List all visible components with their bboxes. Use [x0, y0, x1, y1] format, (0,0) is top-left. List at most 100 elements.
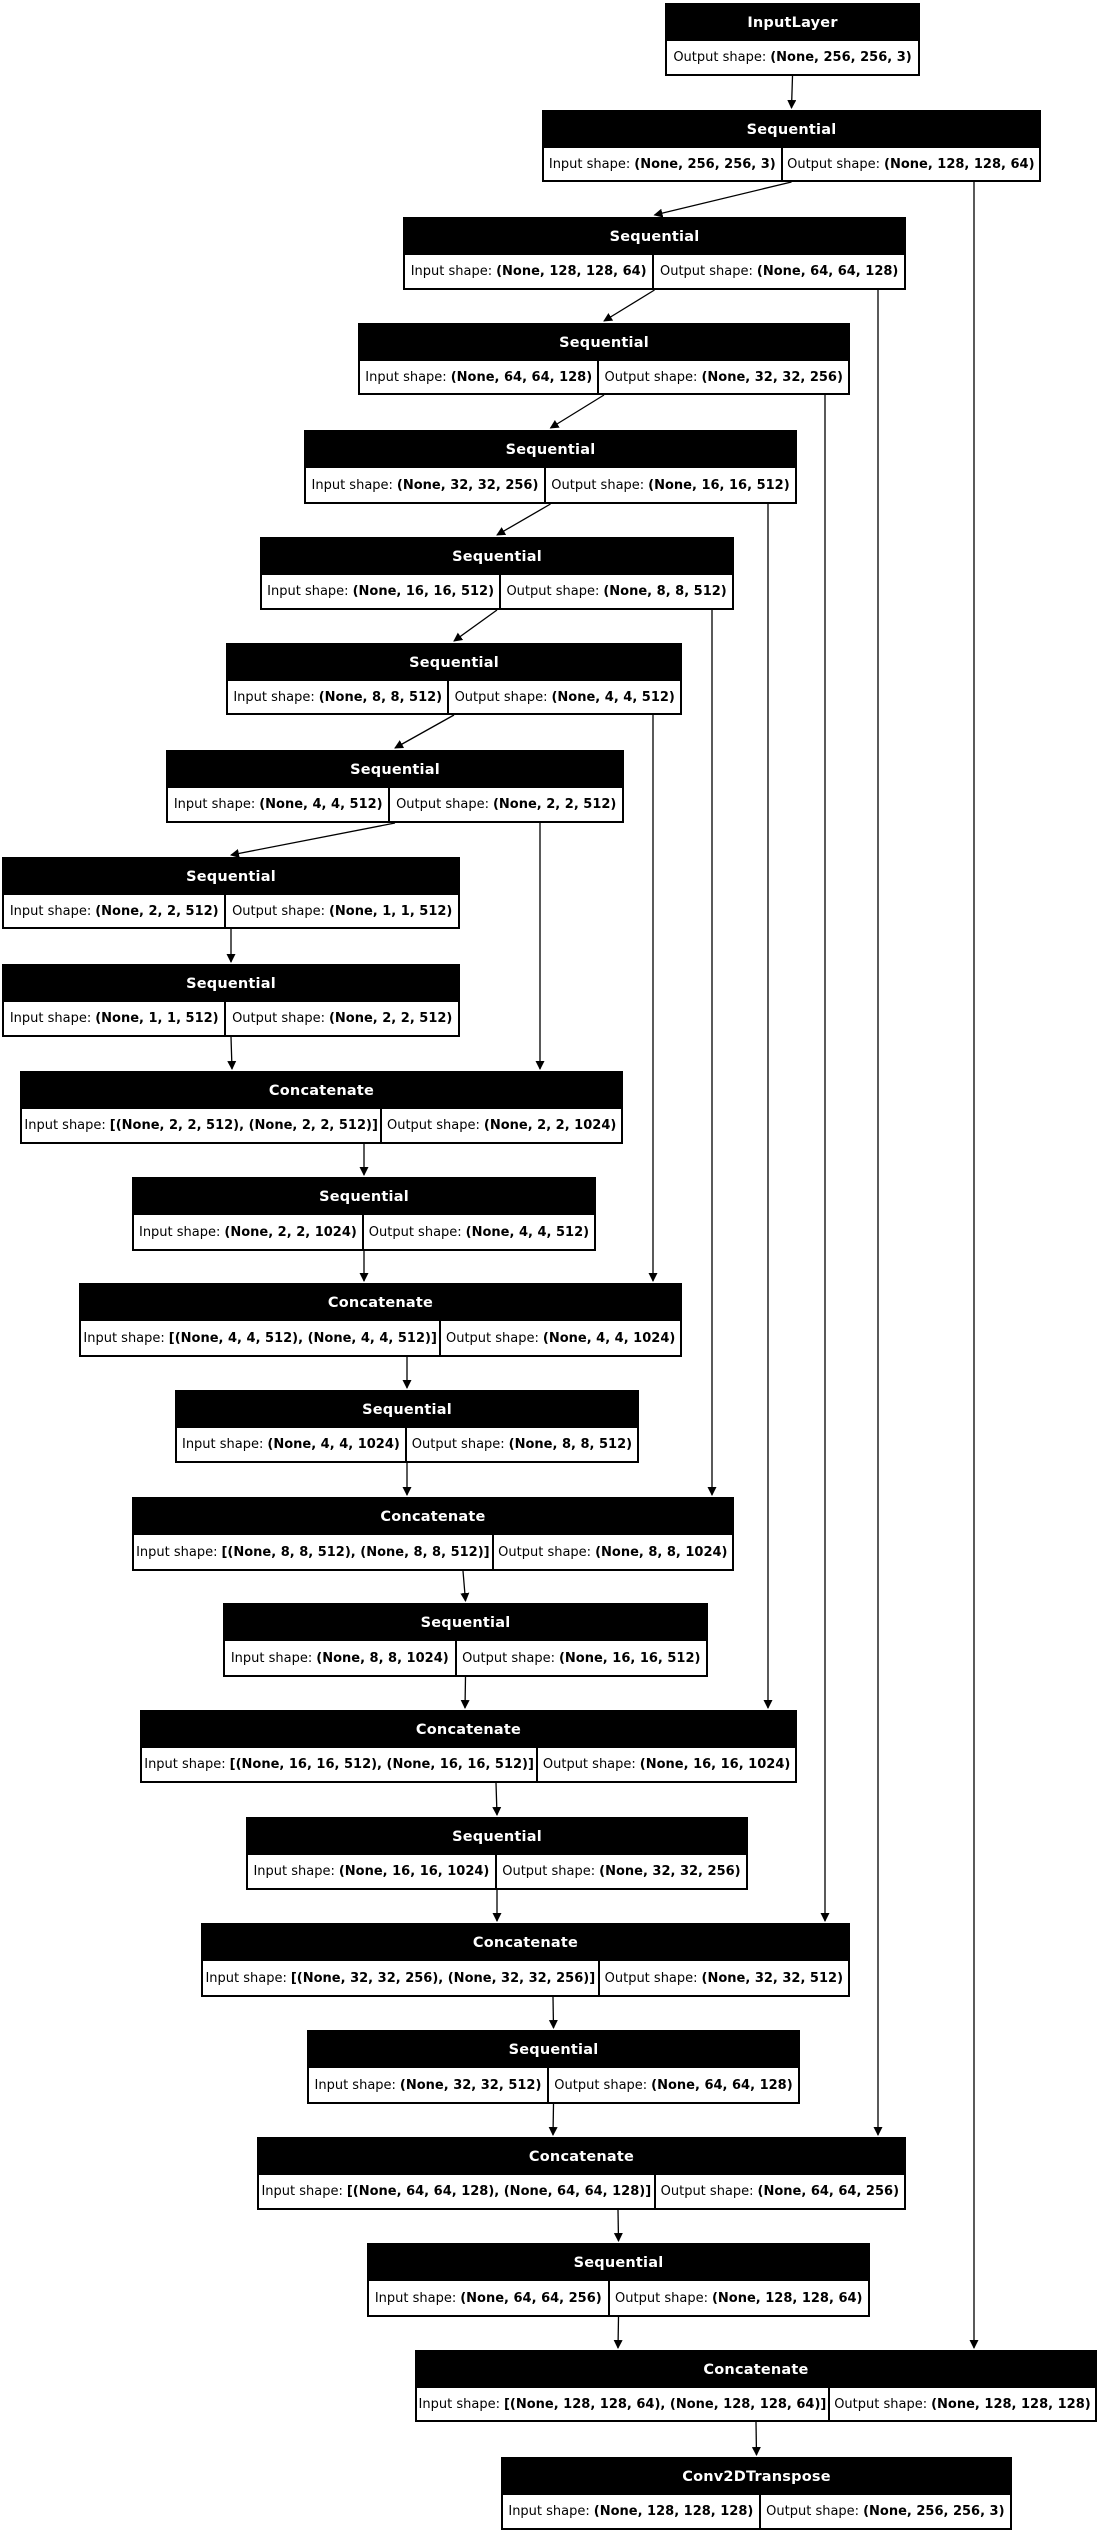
- shape-cells: Output shape:(None, 256, 256, 3): [667, 41, 918, 74]
- output-shape-cell: Output shape:(None, 4, 4, 1024): [439, 1321, 680, 1355]
- shape-label: Output shape:: [454, 689, 548, 705]
- shape-label: Output shape:: [396, 797, 489, 812]
- shape-cells: Input shape:(None, 64, 64, 256)Output sh…: [369, 2281, 868, 2315]
- shape-cells: Input shape:(None, 2, 2, 1024)Output sha…: [134, 1215, 594, 1249]
- shape-value: (None, 8, 8, 512): [508, 1437, 633, 1452]
- output-shape-cell: Output shape:(None, 1, 1, 512): [224, 895, 458, 927]
- shape-cells: Input shape:(None, 32, 32, 256)Output sh…: [306, 468, 795, 502]
- output-shape-cell: Output shape:(None, 32, 32, 256): [597, 361, 848, 393]
- layer-type-label: InputLayer: [747, 15, 838, 31]
- shape-cells: Input shape:[(None, 16, 16, 512), (None,…: [142, 1748, 795, 1781]
- input-shape-cell: Input shape:(None, 2, 2, 1024): [134, 1215, 362, 1249]
- shape-label: Input shape:: [24, 1118, 106, 1133]
- shape-value: [(None, 8, 8, 512), (None, 8, 8, 512)]: [221, 1544, 490, 1560]
- output-shape-cell: Output shape:(None, 8, 8, 512): [404, 1428, 637, 1461]
- layer-type-label: Sequential: [420, 1615, 511, 1631]
- shape-value: (None, 16, 16, 1024): [639, 1757, 791, 1772]
- shape-value: (None, 32, 32, 256): [396, 477, 539, 493]
- output-shape-cell: Output shape:(None, 8, 8, 512): [499, 575, 732, 608]
- output-shape-cell: Output shape:(None, 4, 4, 512): [361, 1215, 594, 1249]
- edge: [548, 2103, 558, 2136]
- output-shape-cell: Output shape:(None, 128, 128, 64): [607, 2281, 868, 2315]
- output-shape-cell: Output shape:(None, 64, 64, 128): [652, 255, 904, 288]
- input-shape-cell: Input shape:(None, 128, 128, 64): [405, 255, 653, 288]
- shape-value: (None, 64, 64, 128): [450, 369, 593, 385]
- shape-value: (None, 16, 16, 512): [558, 1650, 701, 1666]
- layer-type-label: Sequential: [186, 976, 276, 992]
- shape-label: Input shape:: [173, 797, 256, 812]
- shape-label: Output shape:: [506, 584, 600, 599]
- shape-label: Output shape:: [232, 1011, 325, 1026]
- shape-cells: Input shape:[(None, 8, 8, 512), (None, 8…: [134, 1535, 732, 1569]
- layer-type-label: Sequential: [319, 1189, 409, 1205]
- layer-type-label: Sequential: [350, 762, 440, 778]
- shape-label: Output shape:: [502, 1864, 596, 1879]
- shape-label: Output shape:: [498, 1544, 592, 1560]
- shape-value: (None, 256, 256, 3): [634, 156, 776, 172]
- output-shape-cell: Output shape:(None, 128, 128, 64): [780, 148, 1039, 180]
- shape-cells: Input shape:[(None, 32, 32, 256), (None,…: [203, 1961, 848, 1995]
- output-shape-cell: Output shape:(None, 2, 2, 1024): [380, 1109, 621, 1142]
- shape-label: Input shape:: [508, 2504, 590, 2519]
- edge: [548, 1996, 558, 2029]
- shape-value: (None, 4, 4, 1024): [267, 1437, 400, 1452]
- shape-label: Input shape:: [136, 1544, 218, 1560]
- shape-cells: Input shape:(None, 128, 128, 64)Output s…: [405, 255, 904, 288]
- shape-value: [(None, 32, 32, 256), (None, 32, 32, 256…: [290, 1970, 596, 1986]
- layer-type-label: Concatenate: [268, 1083, 375, 1099]
- layer-type-label: Conv2DTranspose: [682, 2469, 831, 2485]
- output-shape-cell: Output shape:(None, 4, 4, 512): [447, 681, 680, 713]
- shape-label: Input shape:: [233, 689, 315, 705]
- shape-value: (None, 128, 128, 64): [496, 264, 647, 279]
- shape-value: (None, 128, 128, 64): [711, 2290, 863, 2306]
- shape-value: (None, 1, 1, 512): [95, 1011, 219, 1026]
- shape-label: Input shape:: [253, 1864, 335, 1879]
- shape-label: Input shape:: [144, 1757, 226, 1772]
- input-shape-cell: Input shape:[(None, 64, 64, 128), (None,…: [259, 2175, 654, 2208]
- input-shape-cell: Input shape:[(None, 8, 8, 512), (None, 8…: [134, 1535, 492, 1569]
- edge: [230, 822, 396, 858]
- shape-cells: Input shape:(None, 64, 64, 128)Output sh…: [360, 361, 848, 393]
- shape-value: [(None, 2, 2, 512), (None, 2, 2, 512)]: [109, 1118, 378, 1133]
- shape-label: Output shape:: [673, 50, 767, 65]
- shape-value: (None, 128, 128, 128): [931, 2396, 1091, 2412]
- layer-type-label: Sequential: [573, 2255, 664, 2271]
- shape-label: Output shape:: [551, 477, 645, 493]
- shape-label: Output shape:: [386, 1118, 480, 1133]
- edge: [549, 394, 605, 429]
- shape-label: Input shape:: [410, 264, 493, 279]
- layer-type-label: Sequential: [186, 869, 276, 885]
- shape-value: (None, 8, 8, 1024): [595, 1544, 728, 1560]
- shape-label: Output shape:: [462, 1650, 555, 1666]
- input-shape-cell: Input shape:(None, 2, 2, 512): [4, 895, 225, 927]
- input-shape-cell: Input shape:[(None, 2, 2, 512), (None, 2…: [22, 1109, 381, 1142]
- shape-cells: Input shape:(None, 16, 16, 1024) Output s…: [248, 1855, 746, 1888]
- shape-label: Input shape:: [230, 1650, 313, 1666]
- edge: [453, 609, 498, 642]
- shape-value: (None, 32, 32, 256): [599, 1864, 741, 1879]
- layer-type-label: Concatenate: [380, 1509, 486, 1525]
- edge: [460, 1570, 470, 1602]
- input-shape-cell: Input shape:(None, 16, 16, 1024): [248, 1855, 495, 1888]
- shape-value: (None, 64, 64, 256): [460, 2290, 602, 2306]
- shape-value: [(None, 128, 128, 64), (None, 128, 128, …: [503, 2396, 827, 2412]
- shape-value: (None, 128, 128, 128): [593, 2504, 754, 2519]
- shape-label: Input shape:: [83, 1330, 165, 1346]
- shape-value: [(None, 4, 4, 512), (None, 4, 4, 512)]: [168, 1330, 437, 1346]
- shape-cells: Input shape:(None, 2, 2, 512)Output shap…: [4, 895, 458, 927]
- shape-cells: Input shape:(None, 8, 8, 1024)Output sha…: [225, 1641, 706, 1675]
- output-shape-cell: Output shape:(None, 8, 8, 1024): [491, 1535, 732, 1569]
- shape-value: (None, 16, 16, 512): [352, 584, 495, 599]
- shape-cells: Input shape:(None, 4, 4, 1024)Output sha…: [177, 1428, 637, 1461]
- shape-label: Output shape:: [445, 1330, 539, 1346]
